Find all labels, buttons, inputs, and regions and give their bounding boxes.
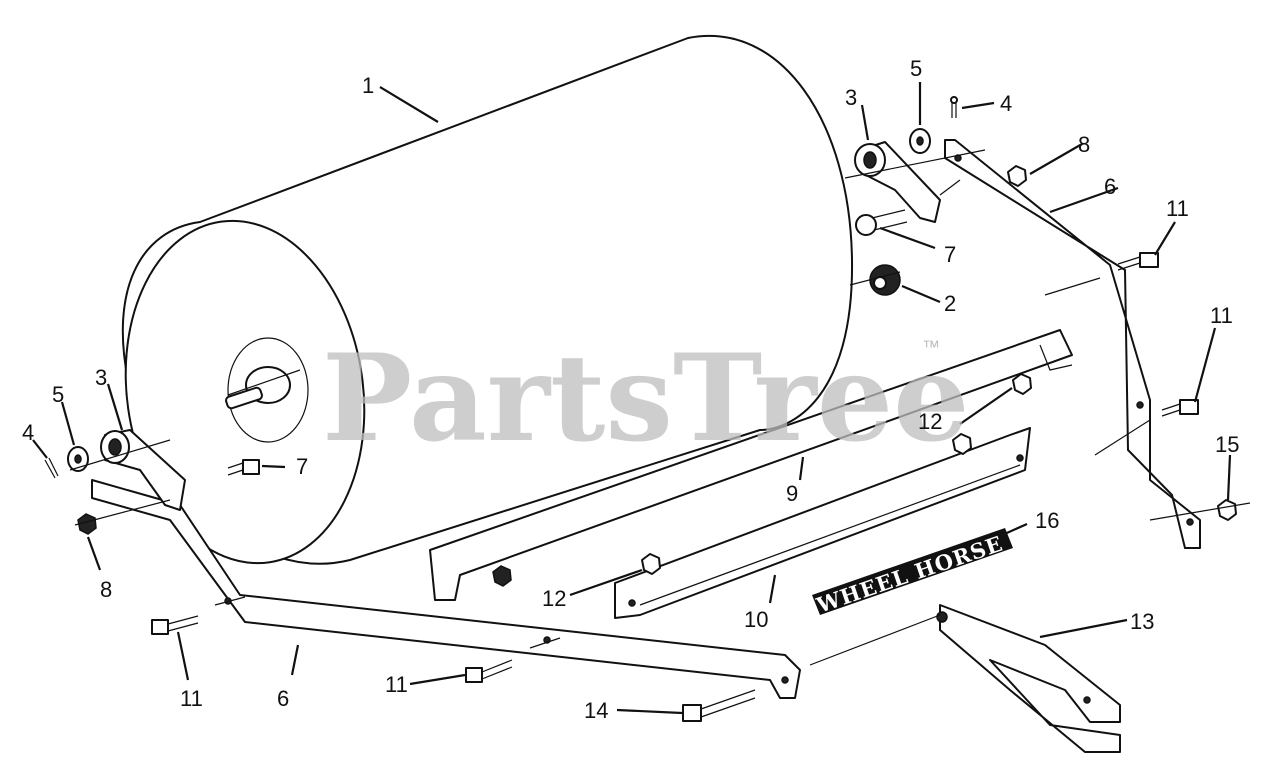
- callout-14[interactable]: 14: [584, 698, 608, 723]
- nut-8-left[interactable]: [77, 513, 97, 535]
- nut-8-right[interactable]: [1007, 165, 1027, 187]
- callout-5-left[interactable]: 5: [52, 382, 64, 407]
- callout-16[interactable]: 16: [1035, 508, 1059, 533]
- hitch-hole: [1083, 696, 1091, 704]
- callout-9[interactable]: 9: [786, 481, 798, 506]
- nut-12-b[interactable]: [641, 553, 661, 575]
- bolt-11-right[interactable]: [1161, 399, 1199, 417]
- callout-10[interactable]: 10: [744, 607, 768, 632]
- callout-11-lower-middle[interactable]: 11: [385, 672, 408, 697]
- callout-8-right[interactable]: 8: [1078, 132, 1090, 157]
- callout-11-right[interactable]: 11: [1210, 303, 1233, 328]
- bolt-14[interactable]: [682, 689, 756, 722]
- washer-5-left[interactable]: [67, 446, 89, 472]
- nut-12-c[interactable]: [952, 433, 972, 455]
- bar-hole: [1016, 454, 1024, 462]
- watermark: PartsTree ™: [322, 328, 969, 469]
- decal-text: WHEEL HORSE: [813, 531, 1007, 619]
- callout-4-right[interactable]: 4: [1000, 91, 1012, 116]
- callout-6-right[interactable]: 6: [1104, 174, 1116, 199]
- left-side-arm[interactable]: [91, 479, 801, 699]
- callout-4-left[interactable]: 4: [22, 420, 34, 445]
- callout-2[interactable]: 2: [944, 291, 956, 316]
- wheel-horse-decal[interactable]: WHEEL HORSE: [812, 528, 1013, 618]
- watermark-text: PartsTree: [322, 328, 969, 469]
- front-cross-bar[interactable]: [429, 329, 1073, 601]
- bolt-7-left[interactable]: [227, 459, 260, 476]
- bushing-2[interactable]: [869, 264, 901, 296]
- assembly-lines: [69, 149, 1251, 666]
- hitch-bracket[interactable]: [936, 604, 1121, 753]
- callout-8-left[interactable]: 8: [100, 577, 112, 602]
- callout-3-right[interactable]: 3: [845, 85, 857, 110]
- callout-1[interactable]: 1: [362, 73, 374, 98]
- bolt-11-middle[interactable]: [465, 659, 513, 683]
- callout-7-right[interactable]: 7: [944, 242, 956, 267]
- callout-5-right[interactable]: 5: [910, 56, 922, 81]
- cotter-pin-4-left[interactable]: [44, 457, 59, 479]
- trademark-symbol: ™: [922, 337, 940, 357]
- roller-drum[interactable]: [104, 35, 854, 579]
- nut-15[interactable]: [1217, 499, 1237, 521]
- washer-5-right[interactable]: [909, 128, 931, 154]
- right-side-arm[interactable]: [944, 139, 1201, 549]
- bar-hole: [628, 599, 636, 607]
- callout-15[interactable]: 15: [1215, 432, 1239, 457]
- callout-13[interactable]: 13: [1130, 609, 1154, 634]
- nut-12-d[interactable]: [1012, 373, 1032, 395]
- hitch-hole: [936, 611, 948, 623]
- bolt-7-right[interactable]: [855, 209, 908, 236]
- callouts: 1 2 3 3 4 4 5 5 6 6 7 7 8 8 9 10 11 11 1…: [22, 56, 1239, 723]
- nut-12-a[interactable]: [492, 565, 512, 587]
- bolt-11-upper-right[interactable]: [1117, 252, 1159, 271]
- arm-hole: [781, 676, 789, 684]
- callout-7-left[interactable]: 7: [296, 454, 308, 479]
- callout-3-left[interactable]: 3: [95, 365, 107, 390]
- arm-hole: [1186, 518, 1194, 526]
- callout-11-upper-right[interactable]: 11: [1166, 196, 1189, 221]
- axle-stub: [225, 386, 263, 410]
- callout-11-lower-left[interactable]: 11: [180, 686, 203, 711]
- right-bearing-bracket[interactable]: [854, 141, 941, 223]
- bolt-11-left[interactable]: [151, 615, 199, 635]
- callout-12-upper[interactable]: 12: [918, 409, 942, 434]
- lower-cross-bar[interactable]: [614, 427, 1031, 619]
- cotter-pin-4-right[interactable]: [950, 96, 958, 118]
- arm-hole: [1136, 401, 1144, 409]
- callout-12-lower[interactable]: 12: [542, 586, 566, 611]
- callout-6-left[interactable]: 6: [277, 686, 289, 711]
